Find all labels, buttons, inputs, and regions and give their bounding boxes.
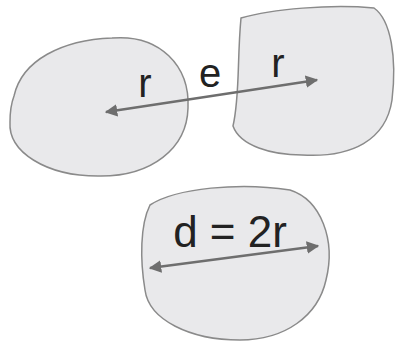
dimension-label: r [138,63,151,103]
particle-left [10,38,188,176]
dimension-label: d = 2r [173,210,287,254]
dimension-label: r [271,43,284,83]
dimension-label: e [199,53,221,93]
particle-bottom [142,186,329,340]
